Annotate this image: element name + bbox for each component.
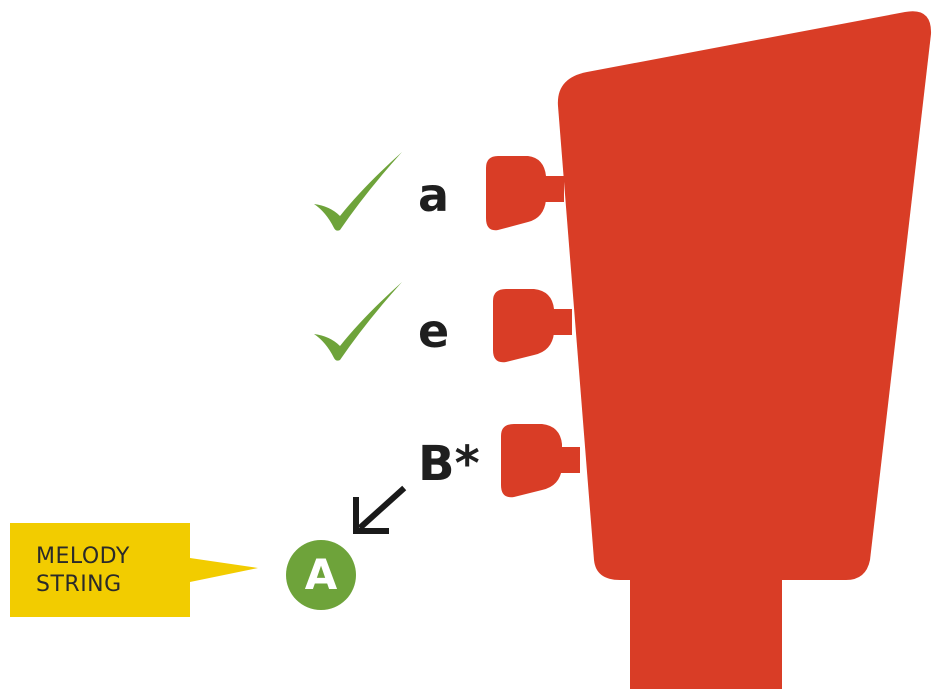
target-note-badge: [286, 540, 356, 610]
string-note-label: B*: [418, 436, 480, 492]
tuning-peg-2: [493, 289, 572, 363]
guitar-headstock: [557, 11, 932, 580]
string-note-label: a: [418, 168, 450, 222]
callout-text: MELODY STRING: [36, 543, 186, 599]
callout-line: STRING: [36, 572, 122, 597]
guitar-neck: [630, 560, 782, 689]
check-icon: [314, 282, 402, 361]
arrow-down-left-icon: [353, 485, 407, 534]
string-note-label: e: [418, 304, 450, 358]
tuning-peg-3: [501, 424, 580, 498]
callout-line: MELODY: [36, 544, 130, 569]
melody-string-callout: [10, 523, 258, 617]
check-icon: [314, 152, 402, 231]
target-note-label: A: [304, 550, 338, 599]
tuning-peg-1: [486, 156, 564, 231]
